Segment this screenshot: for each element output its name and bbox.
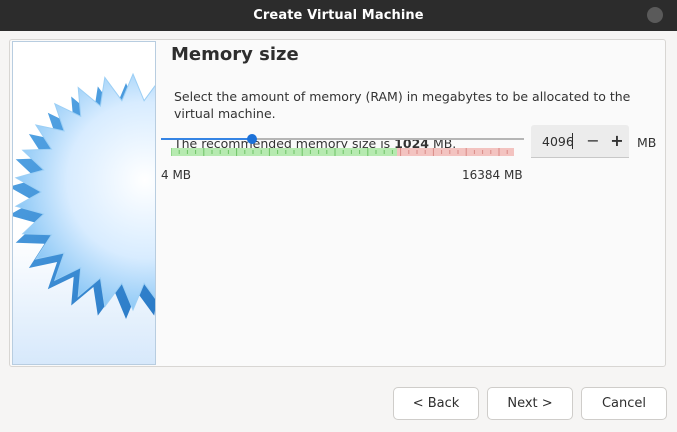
close-icon[interactable] [647, 7, 663, 23]
memory-slider[interactable] [161, 130, 524, 160]
starburst-face [14, 72, 155, 312]
next-button[interactable]: Next > [487, 387, 573, 420]
back-button[interactable]: < Back [393, 387, 479, 420]
slider-zones [171, 148, 514, 156]
safe-memory-zone [171, 148, 397, 156]
decrement-button[interactable]: − [586, 131, 600, 150]
memory-unit-label: MB [637, 135, 657, 150]
slider-track[interactable] [161, 138, 524, 140]
slider-max-label: 16384 MB [462, 168, 523, 182]
text-caret [572, 133, 573, 149]
wizard-banner-image [12, 41, 156, 365]
memory-value-input[interactable]: 4096 [542, 134, 574, 149]
starburst-graphic [13, 42, 155, 364]
slider-tick-marks [171, 148, 508, 156]
slider-fill [161, 138, 252, 140]
cancel-button[interactable]: Cancel [581, 387, 667, 420]
window-title: Create Virtual Machine [253, 8, 424, 23]
slider-handle[interactable] [247, 134, 257, 144]
page-description: Select the amount of memory (RAM) in meg… [174, 89, 631, 121]
warning-memory-zone [397, 148, 514, 156]
memory-spinbox[interactable]: 4096 − + [531, 125, 629, 158]
page-title: Memory size [171, 44, 299, 65]
wizard-page: Memory size Select the amount of memory … [9, 39, 666, 367]
slider-min-label: 4 MB [161, 168, 192, 182]
title-bar: Create Virtual Machine [0, 0, 677, 31]
increment-button[interactable]: + [610, 131, 624, 150]
